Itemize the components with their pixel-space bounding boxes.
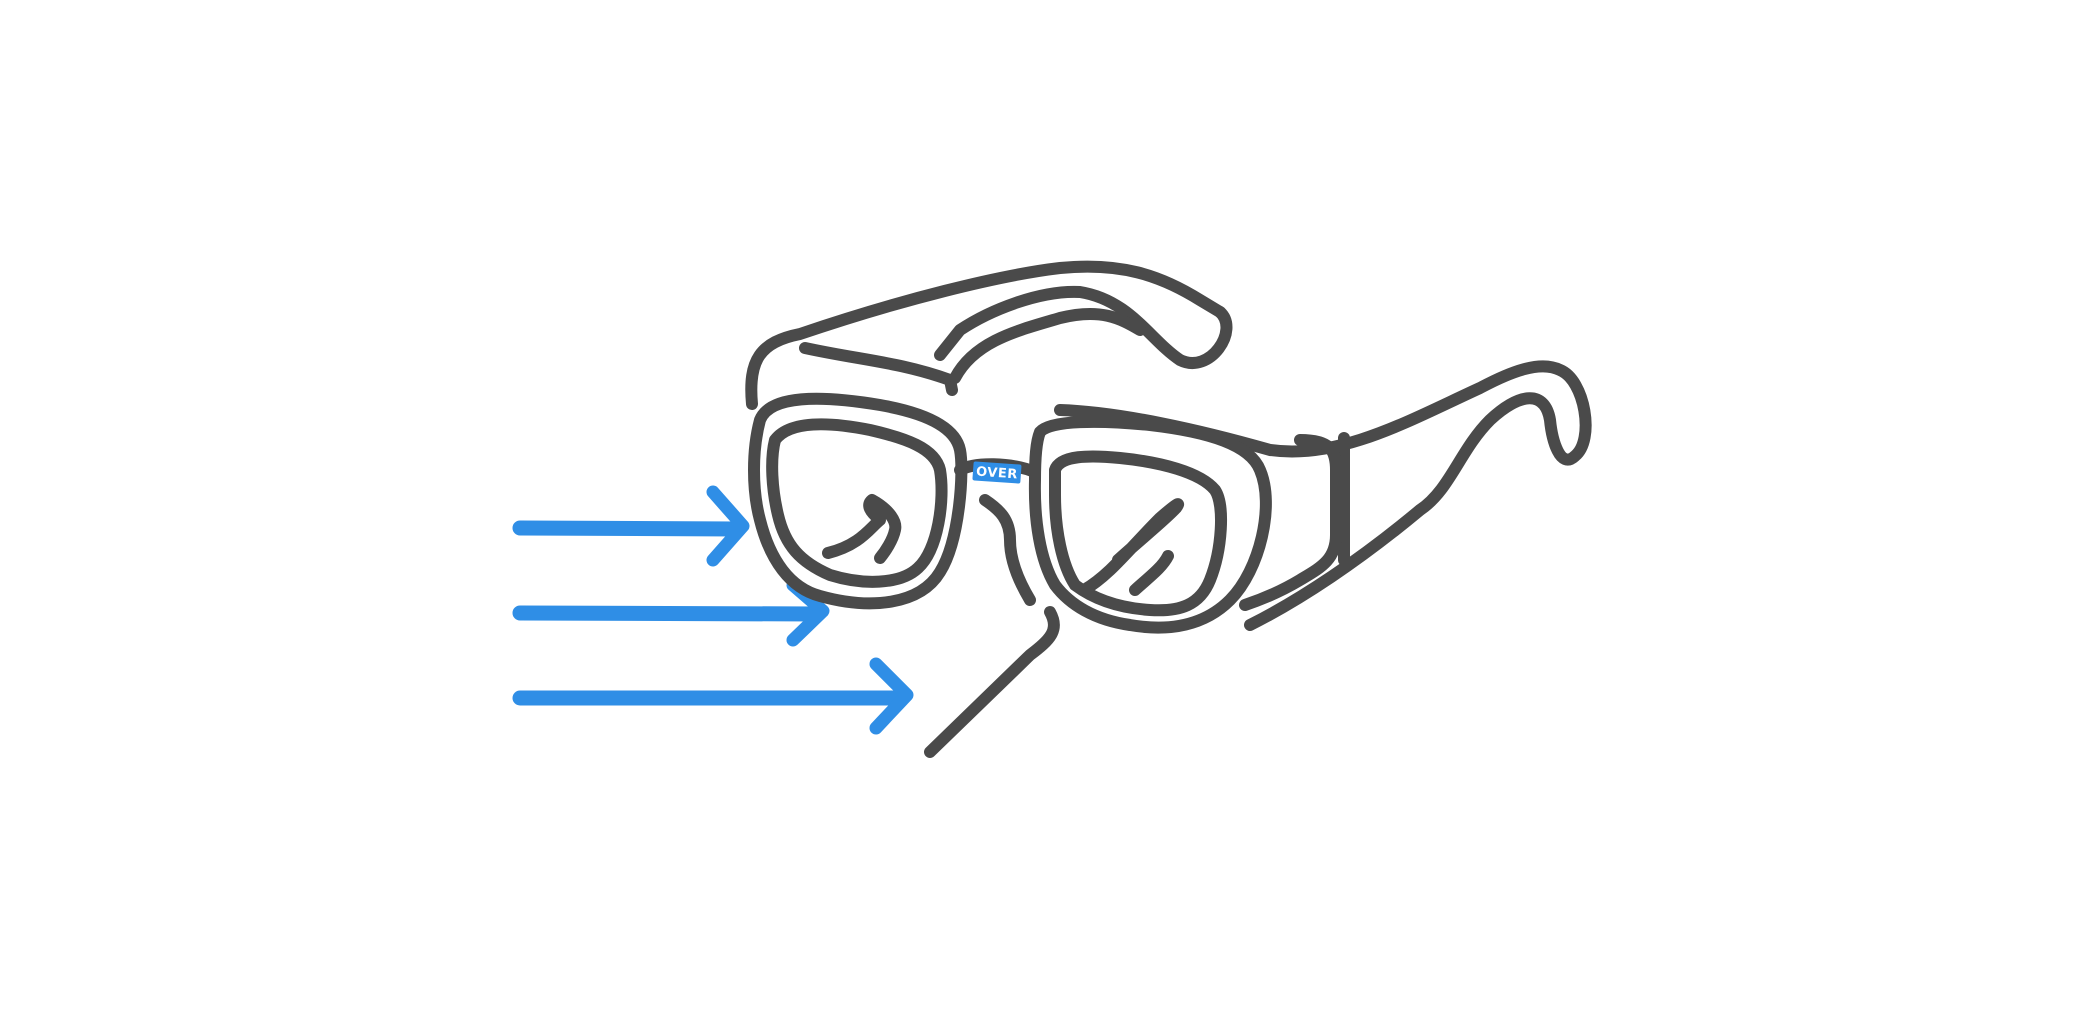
nose-pad [979,494,1036,606]
right-frame-outer [1028,415,1272,634]
fold-line-2 [949,307,1146,384]
left-frame-outer [748,392,968,610]
temple-arm [1054,360,1592,631]
temple-top [934,285,1233,369]
temple-hinge [1239,434,1342,611]
handle [924,606,1060,758]
left-lens-glint [822,494,902,564]
frame-top [745,260,1226,410]
right-lens [1049,450,1228,617]
arrow-right-icon [512,578,830,647]
over-badge: OVER [972,461,1022,484]
speed-arrows [512,485,914,735]
glasses-icon [745,260,1592,758]
arrow-right-icon [512,657,914,735]
badge-label: OVER [976,465,1019,483]
left-lens [766,418,948,588]
right-lens-glint [1078,498,1185,596]
fold-line-1 [799,342,958,396]
right-lens-glint-small [1129,550,1174,596]
arrow-right-icon [512,485,750,567]
